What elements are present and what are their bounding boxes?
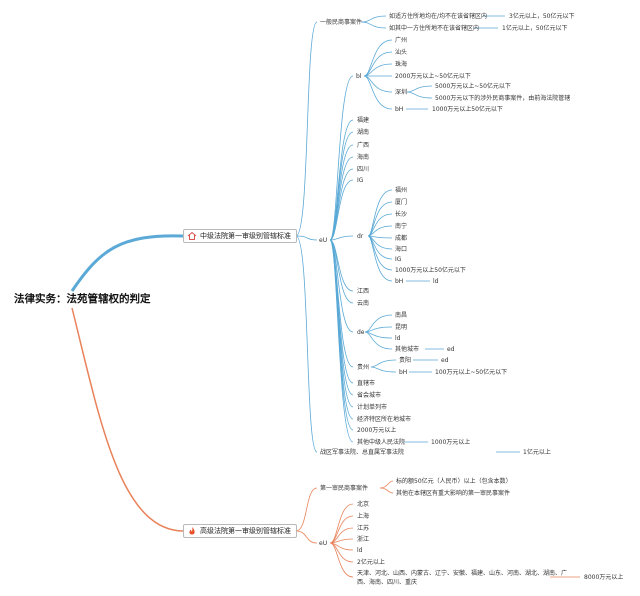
high-item[interactable]: ld	[357, 547, 363, 554]
dr-range[interactable]: 1000万元以上50亿元以下	[395, 267, 466, 274]
domicile-in-node[interactable]: 如适方住所地均在/均不在该省辖区内	[389, 13, 488, 20]
bl-item[interactable]: 广州	[395, 37, 408, 44]
guizhou-bh-node[interactable]: bH	[399, 369, 408, 376]
domicile-out-node[interactable]: 如其中一方住所地不在该省辖区内	[389, 25, 480, 32]
general-cases-node[interactable]: 一般民商事案件	[320, 19, 363, 26]
bh-value[interactable]: 1000万元以上50亿元以下	[432, 106, 503, 113]
city-type-item[interactable]: 计划单列市	[357, 404, 388, 411]
root-to-intermediate-line	[70, 234, 184, 292]
high-item[interactable]: 上海	[357, 513, 370, 520]
dr-bh-node[interactable]: bH	[395, 278, 404, 285]
shenzhen-node[interactable]: 深圳	[395, 89, 408, 96]
city-type-value[interactable]: 2000万元以上	[357, 427, 397, 434]
other-city-node[interactable]: 其他城市	[395, 346, 420, 353]
high-province-list-value[interactable]: 8000万元以上	[584, 574, 624, 581]
de-node[interactable]: de	[357, 329, 365, 336]
intermediate-court-label: 中级法院第一审级别管辖标准	[200, 232, 291, 240]
dr-item[interactable]: 南宁	[395, 223, 408, 230]
province-item[interactable]: 海南	[357, 154, 370, 161]
high-court-node[interactable]: 高级法院第一审级别管辖标准	[183, 524, 297, 538]
dr-item[interactable]: 海口	[395, 246, 408, 253]
province-item[interactable]: 云南	[357, 300, 370, 307]
de-item[interactable]: 南昌	[395, 312, 408, 319]
dr-item[interactable]: 厦门	[395, 199, 408, 206]
high-item[interactable]: 北京	[357, 501, 370, 508]
guiyang-value[interactable]: ed	[441, 357, 449, 364]
high-eu-node[interactable]: eU	[319, 540, 328, 547]
high-court-label: 高级法院第一审级别管辖标准	[200, 527, 291, 535]
dr-item[interactable]: 长沙	[395, 211, 408, 218]
province-item[interactable]: 广西	[357, 142, 370, 149]
province-item[interactable]: 江西	[357, 288, 370, 295]
province-item[interactable]: 湖南	[357, 129, 370, 136]
bl-item[interactable]: 汕头	[395, 49, 408, 56]
bh-node[interactable]: bH	[395, 106, 404, 113]
shenzhen-rule-a[interactable]: 5000万元以上~50亿元以下	[435, 83, 511, 90]
military-court-value[interactable]: 1亿元以上	[523, 449, 551, 456]
de-item[interactable]: ld	[395, 335, 401, 342]
domicile-in-value[interactable]: 3亿元以上，50亿元以下	[509, 13, 575, 20]
domicile-out-value[interactable]: 1亿元以上，50亿元以下	[502, 25, 568, 32]
house-icon	[187, 231, 197, 240]
high-province-list-line2[interactable]: 西、海南、四川、重庆	[357, 579, 418, 586]
city-type-item[interactable]: 经济特区所在地城市	[357, 416, 412, 423]
high-province-list-line1[interactable]: 天津、河北、山西、内蒙古、辽宁、安徽、福建、山东、河南、湖北、湖南、广	[357, 570, 568, 577]
city-type-item[interactable]: 直辖市	[357, 380, 376, 387]
province-item[interactable]: 福建	[357, 117, 370, 124]
flame-icon	[189, 527, 195, 535]
high-connectors	[295, 480, 580, 578]
dr-item[interactable]: 成都	[395, 235, 408, 242]
city-type-item[interactable]: 省会城市	[357, 392, 382, 399]
de-item[interactable]: 昆明	[395, 324, 408, 331]
dr-node[interactable]: dr	[357, 233, 364, 240]
province-item[interactable]: 四川	[357, 166, 370, 173]
province-item[interactable]: IG	[357, 177, 364, 184]
intermediate-eu-node[interactable]: eU	[319, 237, 328, 244]
other-courts-node[interactable]: 其他中级人民法院	[357, 439, 406, 446]
dr-item[interactable]: IG	[395, 256, 402, 263]
bl-node[interactable]: bl	[356, 73, 362, 80]
first-instance-node[interactable]: 第一审民商事案件	[320, 485, 369, 492]
bl-range[interactable]: 2000万元以上~50亿元以下	[395, 73, 471, 80]
first-instance-rule-b[interactable]: 其他在本辖区有重大影响的第一审民事案件	[396, 490, 511, 497]
high-item-value[interactable]: 2亿元以上	[357, 559, 385, 566]
high-item[interactable]: 江苏	[357, 525, 370, 532]
military-court-node[interactable]: 战区军事法院、总直属军事法院	[320, 449, 405, 456]
guizhou-bh-value[interactable]: 100万元以上~50亿元以下	[435, 369, 508, 376]
other-city-value[interactable]: ed	[447, 346, 455, 353]
dr-bh-value[interactable]: ld	[433, 278, 439, 285]
first-instance-rule-a[interactable]: 标的额50亿元（人民币）以上（包含本数）	[396, 478, 512, 485]
shenzhen-rule-b[interactable]: 5000万元以下的涉外民商事案件，由前海法院管辖	[435, 95, 571, 102]
high-item[interactable]: 浙江	[357, 536, 370, 543]
guizhou-node[interactable]: 贵州	[357, 364, 370, 371]
dr-item[interactable]: 福州	[395, 187, 408, 194]
guiyang-node[interactable]: 贵阳	[399, 357, 412, 364]
intermediate-connectors	[295, 15, 520, 453]
root-title[interactable]: 法律实务：法苑管辖权的判定	[14, 293, 151, 305]
intermediate-court-node[interactable]: 中级法院第一审级别管辖标准	[183, 229, 297, 243]
root-to-high-line	[71, 307, 184, 532]
other-courts-value[interactable]: 1000万元以上	[431, 439, 471, 446]
bl-item[interactable]: 珠海	[395, 61, 408, 68]
